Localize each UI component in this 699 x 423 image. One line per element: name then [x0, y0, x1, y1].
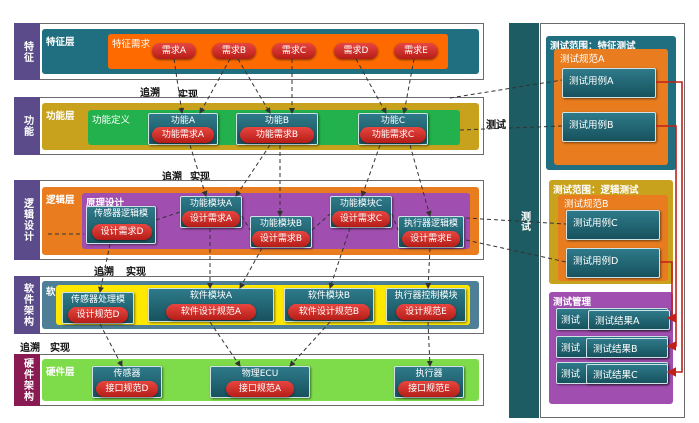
- logic-band-label: 逻辑层: [46, 195, 75, 206]
- trace-label-2a: 追溯: [162, 172, 182, 183]
- test-case-c[interactable]: 测试用例C: [566, 210, 660, 240]
- function-module-c-title: 功能模块C: [339, 199, 383, 209]
- function-module-a-title: 功能模块A: [189, 199, 233, 209]
- design-spec-d-pill[interactable]: 设计规范D: [68, 307, 128, 323]
- hardware-side-label: 硬件架构: [21, 358, 33, 402]
- software-side-label: 软件架构: [21, 283, 33, 327]
- req-e-pill[interactable]: 需求E: [394, 43, 438, 59]
- test-result-a[interactable]: 测试结果A: [588, 310, 670, 330]
- test-management-title: 测试管理: [553, 297, 592, 308]
- feature-inner-label: 特征需求: [112, 39, 151, 50]
- function-c-title: 功能C: [380, 116, 406, 126]
- function-req-a-pill[interactable]: 功能需求A: [152, 127, 214, 143]
- software-module-b-title: 软件模块B: [307, 291, 351, 301]
- function-side-label: 功能: [21, 115, 33, 137]
- test-column-label: 测试: [518, 210, 530, 231]
- trace-label-4b: 实现: [50, 343, 70, 354]
- req-c-pill[interactable]: 需求C: [272, 43, 316, 59]
- test-case-d[interactable]: 测试用例D: [566, 248, 660, 278]
- software-module-a-title: 软件模块A: [189, 291, 233, 301]
- design-req-c-pill[interactable]: 设计需求C: [332, 211, 390, 227]
- interface-spec-a-pill[interactable]: 接口规范A: [226, 381, 294, 397]
- function-module-b-title: 功能模块B: [259, 219, 303, 229]
- design-req-b-pill[interactable]: 设计需求B: [252, 231, 310, 247]
- software-side-tab: 软件架构: [14, 276, 40, 334]
- feature-side-tab: 特征: [14, 23, 40, 80]
- hardware-band-label: 硬件层: [46, 367, 75, 378]
- test-result-b[interactable]: 测试结果B: [586, 338, 668, 358]
- function-req-b-pill[interactable]: 功能需求B: [240, 127, 314, 143]
- actuator-hw-title: 执行器: [415, 369, 443, 379]
- interface-spec-d-pill[interactable]: 接口规范D: [96, 381, 158, 397]
- feature-side-label: 特征: [21, 40, 33, 63]
- req-b-pill[interactable]: 需求B: [212, 43, 256, 59]
- design-req-a-pill[interactable]: 设计需求A: [182, 211, 240, 227]
- sensor-processing-title: 传感器处理模: [70, 295, 125, 305]
- req-a-pill[interactable]: 需求A: [152, 43, 196, 59]
- interface-spec-e-pill[interactable]: 接口规范E: [398, 381, 460, 397]
- trace-label-4a: 追溯: [20, 343, 40, 354]
- logic-side-tab: 逻辑设计: [14, 180, 40, 260]
- sensor-logic-title: 传感器逻辑模: [93, 209, 148, 219]
- function-b-title: 功能B: [264, 116, 290, 126]
- trace-label-3b: 实现: [126, 267, 146, 278]
- test-spec-b-label: 测试规范B: [564, 199, 609, 210]
- req-d-pill[interactable]: 需求D: [334, 43, 378, 59]
- function-side-tab: 功能: [14, 97, 40, 155]
- test-run-c-label: 测试: [561, 369, 581, 380]
- test-spec-a-box: 测试规范A: [554, 49, 668, 165]
- design-req-e-pill[interactable]: 设计需求E: [402, 231, 460, 247]
- logic-scope-title: 测试范围：逻辑测试: [553, 185, 639, 196]
- test-column: 测试: [509, 23, 539, 418]
- function-band-label: 功能层: [46, 111, 75, 122]
- feature-band-label: 特征层: [46, 37, 75, 48]
- test-result-c[interactable]: 测试结果C: [586, 364, 668, 384]
- actuator-logic-title: 执行器逻辑模: [403, 219, 458, 229]
- trace-label-1a: 追溯: [140, 88, 160, 99]
- logic-side-label: 逻辑设计: [21, 198, 33, 242]
- actuator-control-title: 执行器控制模块: [394, 291, 458, 301]
- design-req-d-pill[interactable]: 设计需求D: [92, 224, 152, 240]
- trace-label-1b: 实现: [178, 90, 198, 101]
- logic-inner-label: 原理设计: [86, 198, 125, 209]
- physical-ecu-title: 物理ECU: [241, 369, 279, 379]
- test-arrow-label: 测试: [486, 120, 506, 131]
- feature-scope-title: 测试范围：特征测试: [550, 41, 636, 52]
- sensor-hw-title: 传感器: [113, 369, 141, 379]
- test-run-b-label: 测试: [561, 343, 581, 354]
- design-spec-e-pill[interactable]: 设计规范E: [396, 304, 456, 320]
- function-a-title: 功能A: [170, 116, 196, 126]
- test-case-b[interactable]: 测试用例B: [562, 112, 656, 142]
- sw-design-spec-b-pill[interactable]: 软件设计规范B: [288, 304, 370, 320]
- sw-design-spec-a-pill[interactable]: 软件设计规范A: [166, 304, 256, 320]
- function-req-c-pill[interactable]: 功能需求C: [360, 127, 426, 143]
- function-inner-label: 功能定义: [92, 115, 131, 126]
- hardware-side-tab: 硬件架构: [14, 354, 40, 406]
- test-case-a[interactable]: 测试用例A: [562, 68, 656, 98]
- test-run-a-label: 测试: [561, 315, 581, 326]
- test-spec-a-label: 测试规范A: [560, 54, 605, 65]
